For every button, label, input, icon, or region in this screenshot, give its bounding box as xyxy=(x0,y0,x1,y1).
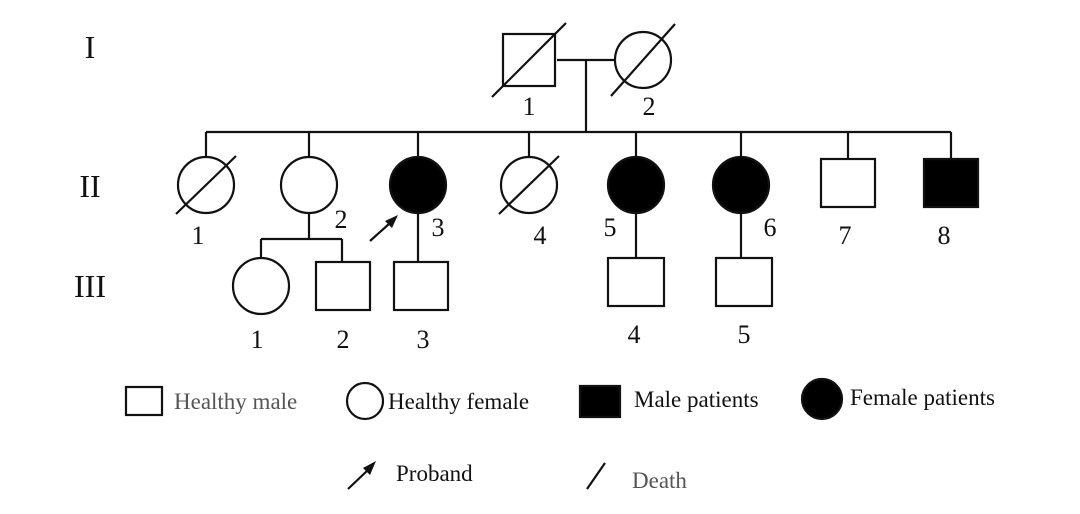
individual-number: 1 xyxy=(251,325,264,354)
individual-number: 4 xyxy=(628,320,641,349)
male-affected-symbol xyxy=(922,157,980,209)
individual-II-5: 5 xyxy=(604,155,666,242)
individual-number: 8 xyxy=(938,221,951,250)
proband-legend-arrow-shaft xyxy=(347,469,369,490)
individual-number: 1 xyxy=(192,221,205,250)
legend-label-death: Death xyxy=(632,468,687,493)
male-symbol xyxy=(314,260,372,312)
male-symbol xyxy=(392,260,450,312)
legend: Healthy male Healthy female Male patient… xyxy=(124,377,995,493)
male-symbol xyxy=(819,157,877,209)
male-patient-icon xyxy=(578,384,622,419)
female-symbol xyxy=(279,155,339,215)
legend-item-death: Death xyxy=(586,462,687,493)
individual-I-1: 1 xyxy=(491,22,567,121)
female-affected-symbol xyxy=(711,155,771,215)
individual-number: 2 xyxy=(643,92,656,121)
legend-label-female-patients: Female patients xyxy=(850,385,995,410)
male-symbol xyxy=(606,256,666,308)
individual-II-1: 1 xyxy=(175,155,237,250)
generation-label-II: II xyxy=(79,168,100,204)
female-patient-icon xyxy=(800,377,844,421)
individual-III-3: 3 xyxy=(392,260,450,354)
individual-number: 3 xyxy=(417,325,430,354)
female-symbol xyxy=(231,256,291,316)
individual-I-2: 2 xyxy=(610,23,676,121)
individual-II-8: 8 xyxy=(922,157,980,250)
death-slash xyxy=(610,23,676,97)
proband-arrow-shaft xyxy=(369,222,391,242)
individual-II-4: 4 xyxy=(498,155,560,250)
legend-item-healthy-male: Healthy male xyxy=(124,385,297,417)
male-symbol xyxy=(714,256,774,308)
generation-label-I: I xyxy=(85,29,96,65)
individual-number: 1 xyxy=(523,92,536,121)
legend-item-female-patients: Female patients xyxy=(800,377,995,421)
healthy-male-icon xyxy=(124,385,164,417)
individual-number: 2 xyxy=(337,325,350,354)
legend-item-proband: Proband xyxy=(347,461,473,490)
female-affected-symbol xyxy=(388,155,448,215)
death-slash xyxy=(491,22,567,98)
individual-number: 6 xyxy=(764,213,777,242)
individual-number: 5 xyxy=(604,213,617,242)
generation-label-III: III xyxy=(74,268,106,304)
legend-item-male-patients: Male patients xyxy=(578,384,759,419)
legend-label-healthy-female: Healthy female xyxy=(388,389,529,414)
individual-III-1: 1 xyxy=(231,256,291,354)
individual-number: 7 xyxy=(839,221,852,250)
individual-III-5: 5 xyxy=(714,256,774,349)
healthy-female-icon xyxy=(345,381,385,421)
death-slash xyxy=(175,155,237,215)
legend-label-male-patients: Male patients xyxy=(634,387,759,412)
individual-III-2: 2 xyxy=(314,260,372,354)
female-affected-symbol xyxy=(606,155,666,215)
individual-number: 3 xyxy=(432,213,445,242)
individual-II-2: 2 xyxy=(279,155,348,234)
individual-III-4: 4 xyxy=(606,256,666,349)
individual-II-6: 6 xyxy=(711,155,777,242)
pedigree-lines xyxy=(204,58,953,261)
proband-legend-arrow-icon xyxy=(363,461,376,475)
individual-number: 4 xyxy=(534,221,547,250)
death-legend-slash-icon xyxy=(586,462,606,490)
proband-arrow-icon xyxy=(385,215,398,228)
legend-label-healthy-male: Healthy male xyxy=(174,389,297,414)
death-slash xyxy=(498,155,560,215)
generation-labels: I II III xyxy=(74,29,106,304)
individual-number: 2 xyxy=(335,205,348,234)
legend-item-healthy-female: Healthy female xyxy=(345,381,529,421)
individual-II-7: 7 xyxy=(819,157,877,250)
individual-II-3: 3 xyxy=(369,155,448,242)
legend-label-proband: Proband xyxy=(396,461,473,486)
individual-number: 5 xyxy=(738,320,751,349)
